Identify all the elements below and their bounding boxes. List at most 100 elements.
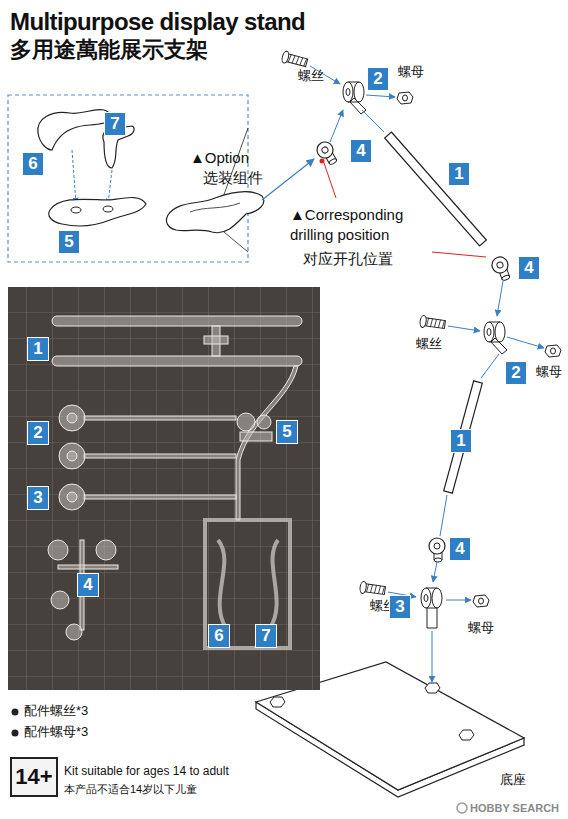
sprue-runner	[84, 495, 236, 499]
screw	[281, 51, 308, 69]
nut	[397, 92, 413, 104]
hex-hole	[270, 697, 285, 707]
callout-number: 5	[58, 230, 80, 254]
screw	[419, 315, 445, 330]
part-name: 螺母	[468, 620, 494, 637]
callout-number: 5	[276, 420, 298, 444]
swivel-part	[51, 591, 69, 609]
sprue-runner	[236, 366, 298, 520]
sprue-frame	[205, 520, 290, 648]
callout-text: 5	[282, 422, 291, 442]
sprue-rod	[52, 356, 302, 366]
assembly-arrow	[108, 170, 112, 204]
assembly-arrow	[507, 337, 544, 348]
callout-number: 1	[450, 429, 472, 453]
age-text: 14+	[15, 764, 52, 790]
screw	[359, 581, 385, 596]
callout-number: 1	[27, 337, 49, 361]
callout-text: 3	[33, 488, 42, 508]
stand-part	[424, 595, 428, 602]
clamp-part	[59, 443, 85, 469]
zoom-line	[224, 232, 248, 252]
stand-part	[427, 606, 437, 628]
stand-part	[421, 588, 431, 608]
callout-text: 1	[456, 431, 465, 451]
clamp-part	[67, 451, 77, 461]
age-box: 14+	[10, 757, 58, 797]
assembly-arrow	[330, 110, 343, 142]
arm-part	[218, 540, 226, 628]
hole	[71, 207, 81, 213]
swivel-part	[96, 540, 116, 560]
rod	[385, 132, 487, 246]
callout-number: 4	[518, 256, 540, 280]
part-name: 底座	[500, 772, 526, 789]
assembly-arrow	[446, 600, 471, 601]
drill-note: 对应开孔位置	[303, 249, 393, 269]
hex-hole	[459, 730, 474, 740]
option-assembly	[190, 203, 240, 212]
parts-note: 配件螺丝*3	[24, 703, 88, 720]
part-name: 螺丝	[416, 336, 442, 353]
watermark: HOBBY SEARCH	[470, 801, 559, 815]
assembly-line	[440, 495, 447, 536]
assembly-arrow	[366, 95, 395, 97]
photo-panel	[8, 287, 320, 690]
callout-number: 4	[77, 573, 99, 597]
assembly-arrow	[448, 326, 480, 331]
callout-number: 3	[27, 486, 49, 510]
callout-text: 6	[28, 154, 37, 174]
option-part	[257, 415, 271, 429]
sprue-runner	[84, 416, 236, 420]
bullet	[12, 709, 19, 716]
clamp-part	[484, 322, 507, 354]
option-assembly	[166, 192, 263, 233]
option-part	[237, 413, 255, 431]
base-part	[49, 198, 146, 227]
assembly-arrow	[433, 562, 437, 582]
sprue	[48, 316, 302, 640]
callout-text: 4	[356, 141, 365, 161]
callout-text: 4	[83, 575, 92, 595]
nut	[473, 595, 489, 607]
clamp-part	[343, 82, 366, 114]
part-name: 螺丝	[298, 68, 324, 85]
stand-part	[432, 588, 442, 608]
swivel-part	[314, 139, 340, 168]
callout-number: 6	[208, 624, 230, 648]
callout-text: 4	[455, 539, 464, 559]
callout-number: 4	[449, 537, 471, 561]
age-note: 本产品不适合14岁以下儿童	[64, 782, 197, 796]
callout-text: 2	[511, 363, 520, 383]
swivel-part	[490, 255, 513, 283]
hole	[103, 206, 113, 212]
parts-note: 配件螺母*3	[24, 724, 88, 741]
callout-text: 7	[110, 114, 119, 134]
assembly-arrow	[432, 631, 433, 682]
clamp-part	[59, 405, 85, 431]
callout-text: 7	[261, 626, 270, 646]
sprue-rod	[52, 316, 302, 326]
age-note: Kit suitable for ages 14 to adult	[64, 764, 229, 780]
drill-mark	[320, 159, 325, 164]
option-part	[240, 432, 272, 441]
leader-line	[324, 163, 336, 198]
nut	[545, 345, 561, 357]
sprue-runner	[58, 565, 118, 569]
watermark-logo	[457, 803, 467, 813]
callout-number: 2	[27, 421, 49, 445]
part-name: 螺母	[398, 64, 424, 81]
hex-hole	[425, 683, 440, 693]
drill-note: ▲Corresponding drilling position	[290, 205, 438, 244]
callout-number: 7	[104, 112, 126, 136]
leader-line	[432, 252, 486, 257]
callout-number: 4	[350, 139, 372, 163]
clamp-part	[67, 413, 77, 423]
title: Multipurpose display stand	[10, 6, 305, 37]
rod	[444, 381, 483, 493]
callout-text: 5	[64, 232, 73, 252]
sprue-runner	[204, 336, 228, 344]
callout-text: 1	[33, 339, 42, 359]
